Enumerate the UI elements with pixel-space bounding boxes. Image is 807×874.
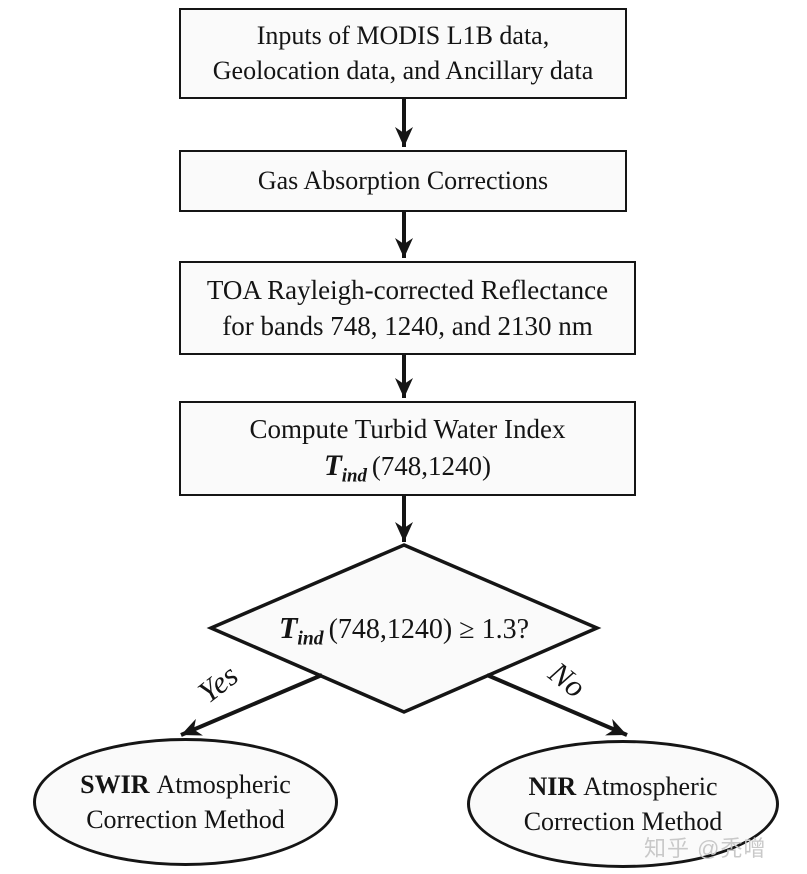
decision-subscript: ind: [297, 628, 324, 650]
node-inputs-line1: Inputs of MODIS L1B data,: [256, 20, 550, 50]
edge-yes-arrow: [180, 673, 323, 737]
node-toa-line1: TOA Rayleigh-corrected Reflectance: [206, 274, 609, 305]
turbid-subscript: ind: [341, 465, 367, 487]
node-inputs: Inputs of MODIS L1B data, Geolocation da…: [179, 8, 627, 99]
swir-line2: Correction Method: [86, 805, 285, 834]
node-gas-absorption-label: Gas Absorption Corrections: [257, 165, 549, 195]
watermark-text: 知乎 @秃噌: [644, 836, 767, 861]
turbid-args: (748,1240): [371, 451, 492, 482]
decision-condition: (748,1240) ≥ 1.3?: [328, 614, 530, 645]
node-toa-line2: for bands 748, 1240, and 2130 nm: [222, 311, 593, 341]
decision-label: Tind(748,1240) ≥ 1.3?: [211, 610, 597, 649]
node-turbid-line1: Compute Turbid Water Index: [249, 413, 566, 444]
decision-diamond: [206, 543, 602, 714]
node-turbid-formula: Tind(748,1240): [324, 447, 491, 486]
swir-acronym: SWIR: [80, 769, 150, 799]
decision-symbol: T: [278, 611, 298, 645]
node-inputs-line2: Geolocation data, and Ancillary data: [212, 55, 594, 85]
node-turbid-index: Compute Turbid Water Index Tind(748,1240…: [179, 401, 636, 496]
node-toa-reflectance: TOA Rayleigh-corrected Reflectance for b…: [179, 261, 636, 355]
node-gas-absorption: Gas Absorption Corrections: [179, 150, 627, 212]
edge-no-arrow: [486, 673, 628, 737]
swir-rest: Atmospheric: [156, 769, 291, 799]
nir-acronym: NIR: [528, 771, 577, 801]
nir-line2: Correction Method: [523, 807, 723, 836]
turbid-symbol: T: [323, 450, 342, 483]
nir-rest: Atmospheric: [583, 771, 718, 801]
